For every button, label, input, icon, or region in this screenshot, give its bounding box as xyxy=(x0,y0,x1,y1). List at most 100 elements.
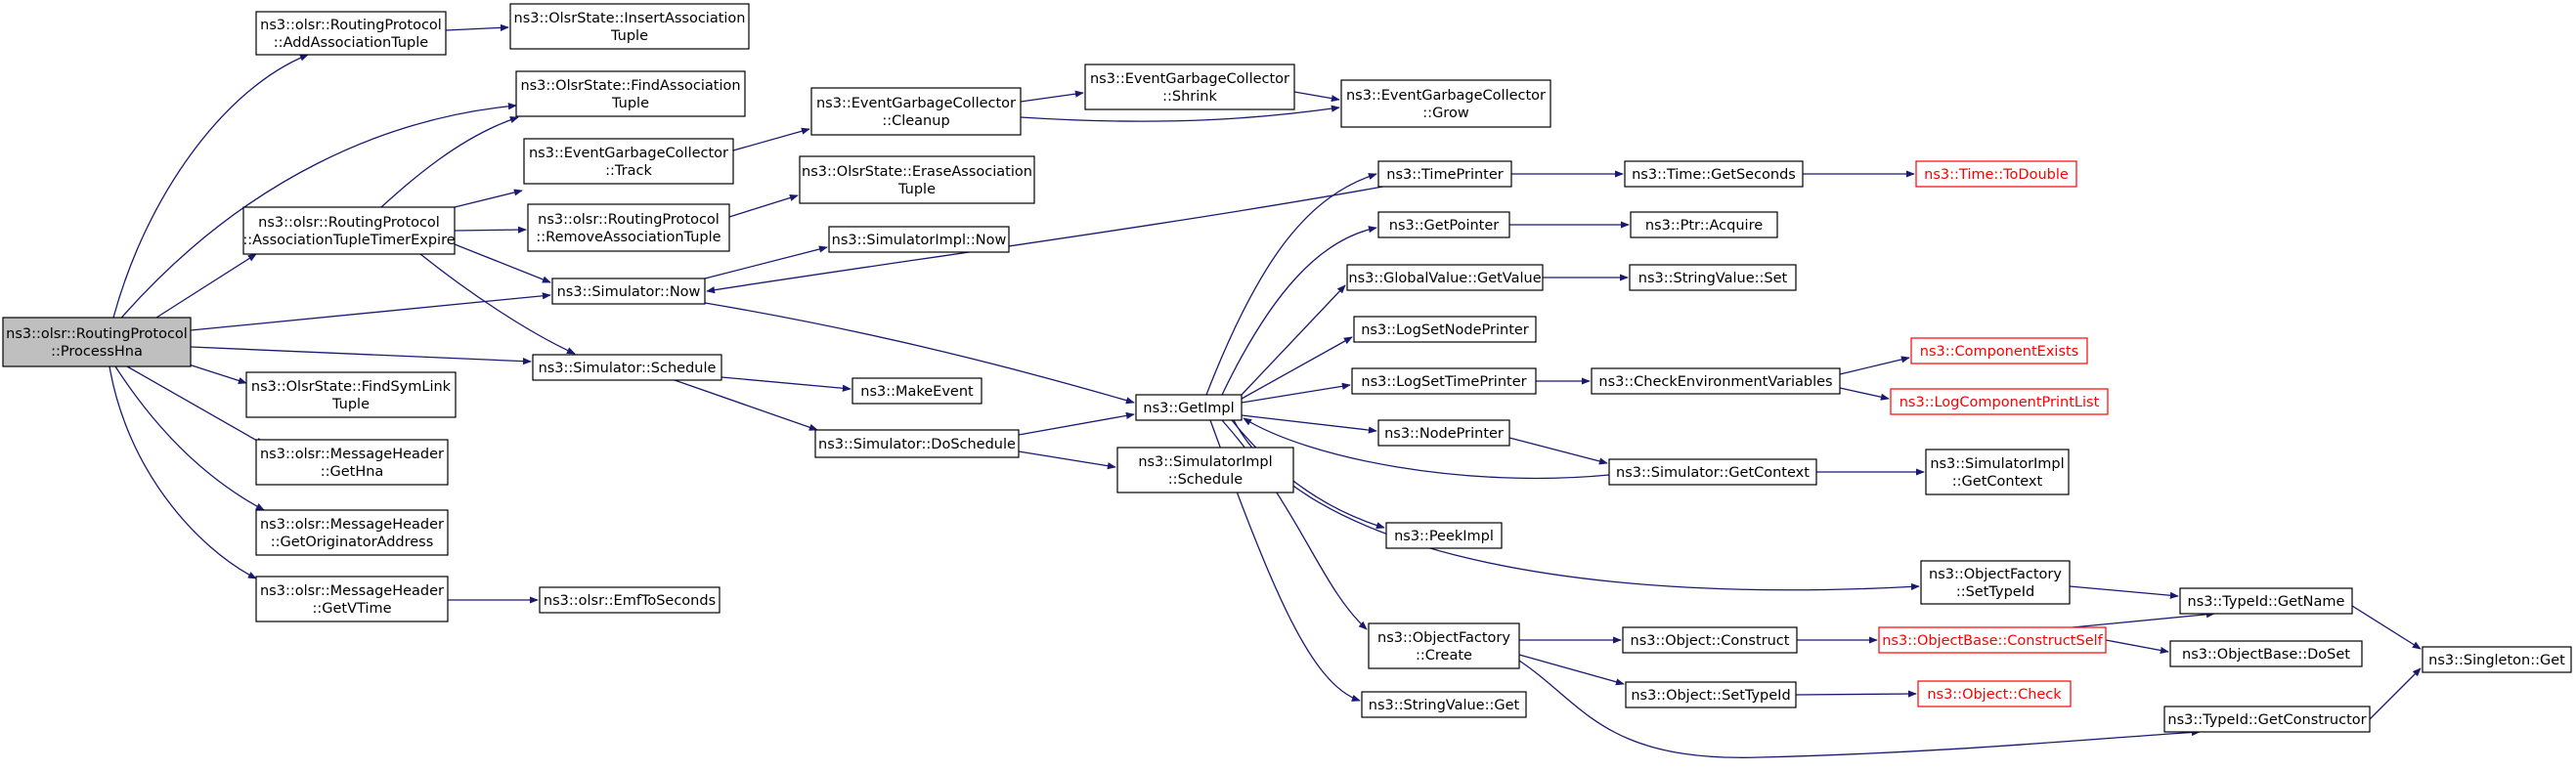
function-node[interactable]: ns3::olsr::RoutingProtocol::RemoveAssoci… xyxy=(527,203,730,252)
call-edge xyxy=(1508,437,1608,465)
function-node-box xyxy=(1925,449,2070,495)
function-node[interactable]: ns3::GlobalValue::GetValue xyxy=(1346,264,1544,291)
function-node-label: ns3::TypeId::GetName xyxy=(2188,594,2345,610)
call-edge xyxy=(1018,411,1135,436)
function-node[interactable]: ns3::NodePrinter xyxy=(1377,419,1510,447)
function-node-label: ns3::ComponentExists xyxy=(1920,344,2079,360)
function-node-label: ns3::olsr::MessageHeader xyxy=(260,583,444,599)
function-node[interactable]: ns3::EventGarbageCollector::Track xyxy=(523,138,734,185)
function-node-label: ::GetContext xyxy=(1952,474,2043,490)
call-edge xyxy=(114,365,265,511)
function-node-box xyxy=(1915,160,2077,188)
function-node[interactable]: ns3::ObjectFactory::SetTypeId xyxy=(1920,560,2071,605)
function-node-box xyxy=(515,70,746,117)
function-node[interactable]: ns3::olsr::MessageHeader::GetHna xyxy=(255,439,449,486)
function-node-box xyxy=(539,586,720,614)
function-node[interactable]: ns3::ObjectFactory::Create xyxy=(1368,622,1520,669)
function-node[interactable]: ns3::olsr::RoutingProtocol::AddAssociati… xyxy=(255,11,447,56)
call-edge xyxy=(1233,419,1920,591)
function-node[interactable]: ns3::ObjectBase::DoSet xyxy=(2169,640,2363,667)
function-node-box xyxy=(1624,160,1804,188)
function-node[interactable]: ns3::TimePrinter xyxy=(1377,160,1512,188)
function-node-label: ::AssociationTupleTimerExpire xyxy=(242,233,455,248)
function-node-box xyxy=(2,317,192,367)
function-node[interactable]: ns3::PeekImpl xyxy=(1385,522,1503,549)
function-node-label: ns3::CheckEnvironmentVariables xyxy=(1598,374,1832,390)
call-edge xyxy=(190,346,532,365)
call-edge xyxy=(109,365,257,579)
function-node[interactable]: ns3::StringValue::Set xyxy=(1629,264,1797,291)
function-node-label: ns3::LogSetNodePrinter xyxy=(1361,322,1529,338)
function-node[interactable]: ns3::SimulatorImpl::Schedule xyxy=(1116,447,1294,493)
function-node[interactable]: ns3::TypeId::GetName xyxy=(2179,587,2353,615)
function-node[interactable]: ns3::SimulatorImpl::GetContext xyxy=(1925,449,2070,495)
function-node[interactable]: ns3::EventGarbageCollector::Grow xyxy=(1340,79,1551,128)
function-node[interactable]: ns3::olsr::MessageHeader::GetVTime xyxy=(255,576,449,622)
function-node[interactable]: ns3::GetImpl xyxy=(1135,394,1243,421)
function-node-box xyxy=(1084,64,1295,110)
function-node-label: ns3::TimePrinter xyxy=(1386,167,1504,183)
call-edge xyxy=(1241,414,1377,434)
function-node[interactable]: ns3::LogSetTimePrinter xyxy=(1351,367,1537,395)
function-node-box xyxy=(1340,79,1551,128)
function-node-label: ns3::SimulatorImpl xyxy=(1138,454,1272,470)
function-node-label: ns3::Simulator::Now xyxy=(557,284,701,300)
function-node-box xyxy=(1591,367,1841,395)
function-node-box xyxy=(2163,706,2371,733)
function-node[interactable]: ns3::olsr::RoutingProtocol::ProcessHna xyxy=(2,317,192,367)
function-node[interactable]: ns3::Object::Check xyxy=(1917,680,2072,707)
function-node[interactable]: ns3::SimulatorImpl::Now xyxy=(828,226,1010,253)
function-node[interactable]: ns3::Simulator::Schedule xyxy=(532,354,722,381)
function-node[interactable]: ns3::olsr::MessageHeader::GetOriginatorA… xyxy=(255,509,449,556)
function-node[interactable]: ns3::Simulator::Now xyxy=(551,278,706,305)
function-node[interactable]: ns3::TypeId::GetConstructor xyxy=(2163,706,2371,733)
call-edge xyxy=(112,54,309,319)
function-node[interactable]: ns3::Object::Construct xyxy=(1622,626,1798,654)
function-node-box xyxy=(1351,367,1537,395)
call-edge xyxy=(190,292,551,331)
function-node-box xyxy=(255,509,449,556)
function-node[interactable]: ns3::LogComponentPrintList xyxy=(1890,388,2109,415)
call-edge xyxy=(380,116,519,208)
function-node[interactable]: ns3::ComponentExists xyxy=(1910,337,2088,364)
call-edge xyxy=(1231,419,1385,530)
function-node[interactable]: ns3::Time::GetSeconds xyxy=(1624,160,1804,188)
function-node-box xyxy=(2169,640,2363,667)
function-node[interactable]: ns3::EventGarbageCollector::Cleanup xyxy=(810,87,1022,136)
function-node-box xyxy=(810,87,1022,136)
function-node[interactable]: ns3::LogSetNodePrinter xyxy=(1353,316,1537,343)
function-node[interactable]: ns3::MakeEvent xyxy=(851,377,982,405)
function-node[interactable]: ns3::ObjectBase::ConstructSelf xyxy=(1878,626,2107,654)
call-edge xyxy=(1205,173,1377,396)
function-node[interactable]: ns3::olsr::RoutingProtocol::AssociationT… xyxy=(242,206,456,255)
call-edge xyxy=(2351,605,2422,650)
function-node[interactable]: ns3::Time::ToDouble xyxy=(1915,160,2077,188)
function-node-label: Tuple xyxy=(331,397,370,412)
function-node-box xyxy=(551,278,706,305)
function-node-box xyxy=(1622,626,1798,654)
function-node-label: ::Create xyxy=(1416,648,1472,664)
function-node-box xyxy=(242,206,456,255)
function-node[interactable]: ns3::Singleton::Get xyxy=(2422,646,2572,673)
function-node[interactable]: ns3::StringValue::Get xyxy=(1361,691,1527,718)
function-node-label: ::GetVTime xyxy=(312,601,391,617)
function-node-label: ns3::ObjectFactory xyxy=(1377,630,1510,646)
function-node[interactable]: ns3::EventGarbageCollector::Shrink xyxy=(1084,64,1295,110)
function-node[interactable]: ns3::CheckEnvironmentVariables xyxy=(1591,367,1841,395)
function-node-box xyxy=(1385,522,1503,549)
function-node[interactable]: ns3::olsr::EmfToSeconds xyxy=(539,586,720,614)
function-node[interactable]: ns3::Object::SetTypeId xyxy=(1625,681,1797,708)
call-edge xyxy=(1241,382,1351,404)
call-edge xyxy=(445,23,509,31)
function-node[interactable]: ns3::Simulator::DoSchedule xyxy=(814,429,1020,458)
function-node[interactable]: ns3::Simulator::GetContext xyxy=(1608,458,1817,486)
function-node[interactable]: ns3::GetPointer xyxy=(1377,211,1510,238)
call-edge xyxy=(2105,639,2169,655)
function-node-label: ns3::LogComponentPrintList xyxy=(1899,395,2100,410)
function-node-label: Tuple xyxy=(897,182,936,197)
function-node[interactable]: ns3::Ptr::Acquire xyxy=(1630,211,1778,238)
